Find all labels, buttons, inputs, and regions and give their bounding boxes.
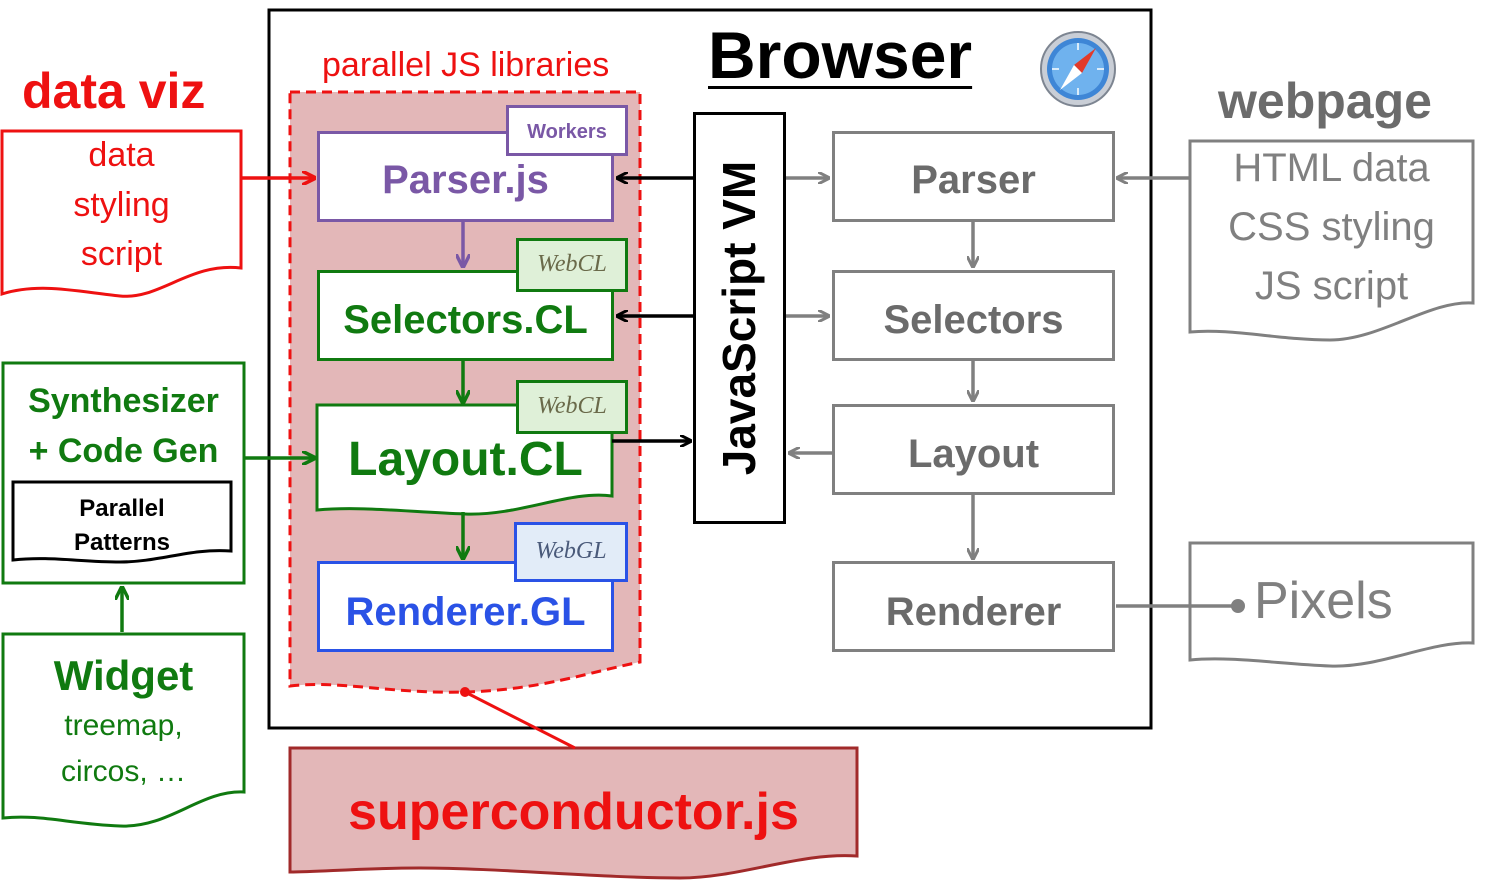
webpage-line-js: JS script bbox=[1254, 264, 1409, 308]
workers-badge bbox=[506, 105, 628, 156]
widget-document bbox=[1, 632, 246, 828]
pipeline-selectors-box bbox=[832, 270, 1115, 361]
webpage-line-html: HTML data bbox=[1233, 146, 1430, 190]
parallel-patterns-line2: Patterns bbox=[73, 529, 171, 556]
superconductor-banner bbox=[288, 746, 859, 880]
webcl-badge-layout-label: WebCL bbox=[537, 393, 607, 419]
webcl-badge-selectors-label: WebCL bbox=[537, 251, 607, 277]
pipeline-selectors-label: Selectors bbox=[883, 298, 1064, 342]
pixels-label: Pixels bbox=[1254, 572, 1393, 630]
javascript-vm-box bbox=[693, 112, 786, 524]
data-viz-line-styling: styling bbox=[73, 186, 170, 224]
webcl-badge-layout bbox=[516, 380, 628, 434]
data-viz-title: data viz bbox=[22, 63, 206, 119]
superconductor-label: superconductor.js bbox=[348, 783, 799, 841]
data-viz-document bbox=[0, 129, 243, 298]
webpage-document bbox=[1188, 139, 1475, 342]
webpage-line-css: CSS styling bbox=[1228, 205, 1435, 249]
webgl-badge bbox=[514, 522, 628, 582]
widget-title: Widget bbox=[53, 652, 194, 699]
pixels-dot bbox=[1231, 599, 1245, 613]
safari-compass-icon bbox=[1040, 31, 1116, 107]
selectors-cl-label: Selectors.CL bbox=[343, 298, 588, 342]
renderer-gl-label: Renderer.GL bbox=[345, 590, 586, 634]
pipeline-layout-label: Layout bbox=[907, 432, 1040, 476]
parallel-libs-label: parallel JS libraries bbox=[322, 46, 610, 84]
parallel-patterns-line1: Parallel bbox=[79, 495, 165, 522]
parser-js-label: Parser.js bbox=[382, 158, 549, 202]
superconductor-pointer-dot bbox=[460, 687, 470, 697]
pipeline-renderer-label: Renderer bbox=[885, 590, 1062, 634]
data-viz-line-data: data bbox=[88, 136, 155, 174]
widget-line2: circos, … bbox=[60, 755, 186, 788]
pixels-document bbox=[1188, 541, 1475, 668]
synthesizer-line2: + Code Gen bbox=[28, 432, 219, 470]
pipeline-parser-label: Parser bbox=[911, 158, 1036, 202]
webpage-title: webpage bbox=[1218, 73, 1432, 129]
synthesizer-line1: Synthesizer bbox=[28, 382, 219, 420]
javascript-vm-label: JavaScript VM bbox=[713, 160, 765, 476]
webgl-badge-label: WebGL bbox=[535, 538, 607, 564]
parallel-patterns-document bbox=[11, 480, 233, 564]
layout-cl-label: Layout.CL bbox=[348, 433, 583, 486]
webcl-badge-selectors bbox=[516, 238, 628, 292]
pipeline-renderer-box bbox=[832, 561, 1115, 652]
pipeline-parser-box bbox=[832, 131, 1115, 222]
data-viz-line-script: script bbox=[80, 235, 163, 273]
pipeline-layout-box bbox=[832, 404, 1115, 495]
widget-line1: treemap, bbox=[64, 709, 183, 742]
superconductor-pointer bbox=[464, 690, 576, 750]
workers-badge-label: Workers bbox=[527, 121, 607, 143]
browser-title: Browser bbox=[708, 18, 973, 92]
